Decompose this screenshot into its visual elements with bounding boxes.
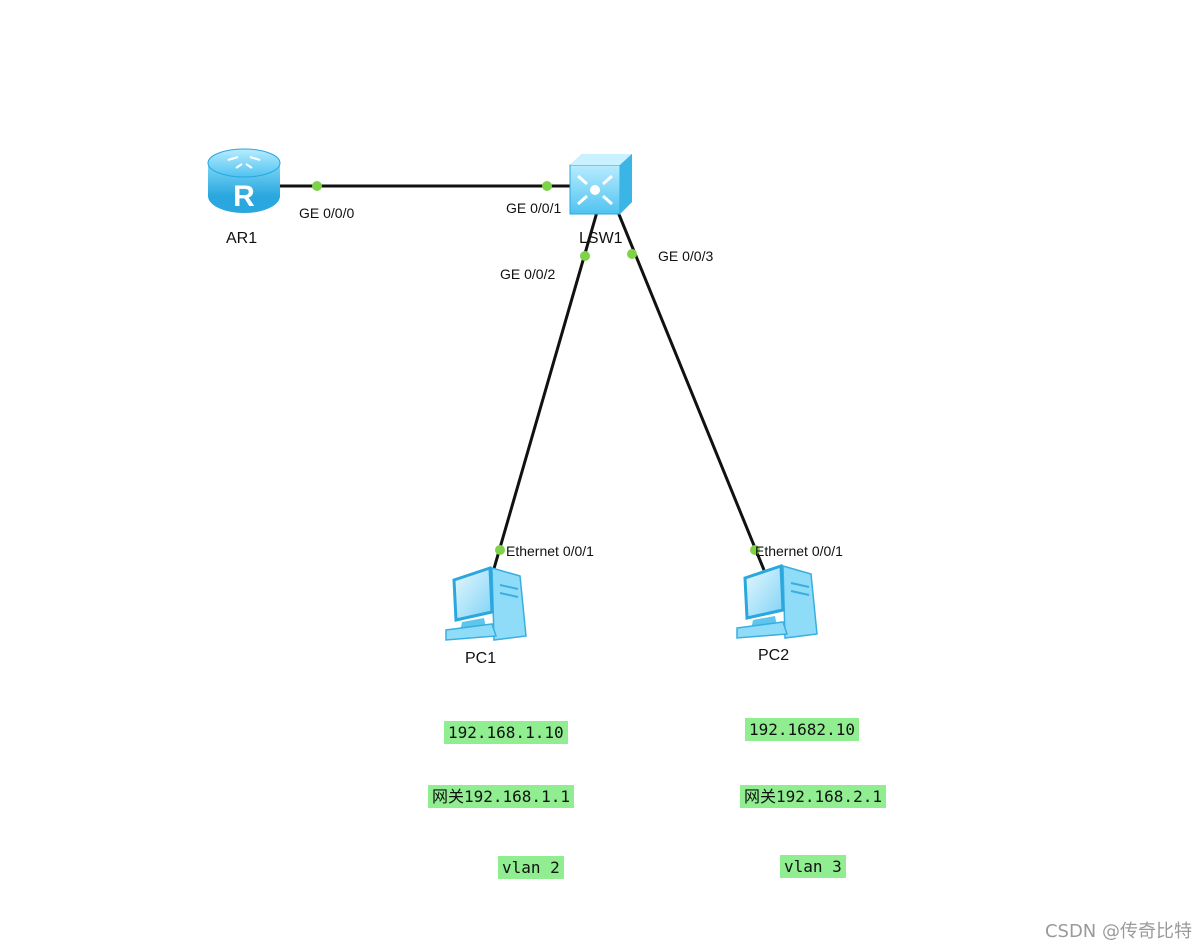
pc2-computer-icon[interactable] bbox=[736, 563, 818, 639]
port-label-lsw1-ge002: GE 0/0/2 bbox=[500, 266, 555, 282]
port-label-lsw1-ge001: GE 0/0/1 bbox=[506, 200, 561, 216]
link-lsw1-pc1[interactable] bbox=[491, 211, 599, 573]
port-dot-ar1-ge000[interactable] bbox=[312, 181, 322, 191]
link-lsw1-pc2[interactable] bbox=[616, 211, 766, 571]
pc2-gateway-note: 网关192.168.2.1 bbox=[740, 785, 886, 808]
switch-icon[interactable] bbox=[569, 154, 632, 215]
router-icon[interactable]: R bbox=[207, 148, 281, 213]
device-label-pc1: PC1 bbox=[465, 650, 496, 667]
pc1-computer-icon[interactable] bbox=[445, 565, 527, 641]
pc2-ip-note: 192.1682.10 bbox=[745, 718, 859, 741]
pc1-ip-note: 192.168.1.10 bbox=[444, 721, 568, 744]
device-label-lsw1: LSW1 bbox=[579, 230, 623, 247]
port-dot-pc1-eth001[interactable] bbox=[495, 545, 505, 555]
port-label-lsw1-ge003: GE 0/0/3 bbox=[658, 248, 713, 264]
port-dot-lsw1-ge001[interactable] bbox=[542, 181, 552, 191]
port-label-pc1-eth001: Ethernet 0/0/1 bbox=[506, 543, 594, 559]
port-dot-lsw1-ge002[interactable] bbox=[580, 251, 590, 261]
pc1-vlan-note: vlan 2 bbox=[498, 856, 564, 879]
port-dot-pc2-eth001[interactable] bbox=[750, 545, 760, 555]
watermark: CSDN @传奇比特 bbox=[1044, 921, 1192, 942]
port-label-pc2-eth001: Ethernet 0/0/1 bbox=[755, 543, 843, 559]
port-dot-lsw1-ge003[interactable] bbox=[627, 249, 637, 259]
device-label-ar1: AR1 bbox=[226, 230, 257, 247]
svg-text:R: R bbox=[233, 180, 255, 213]
pc2-vlan-note: vlan 3 bbox=[780, 855, 846, 878]
device-label-pc2: PC2 bbox=[758, 647, 789, 664]
port-label-ar1-ge000: GE 0/0/0 bbox=[299, 205, 354, 221]
pc1-gateway-note: 网关192.168.1.1 bbox=[428, 785, 574, 808]
